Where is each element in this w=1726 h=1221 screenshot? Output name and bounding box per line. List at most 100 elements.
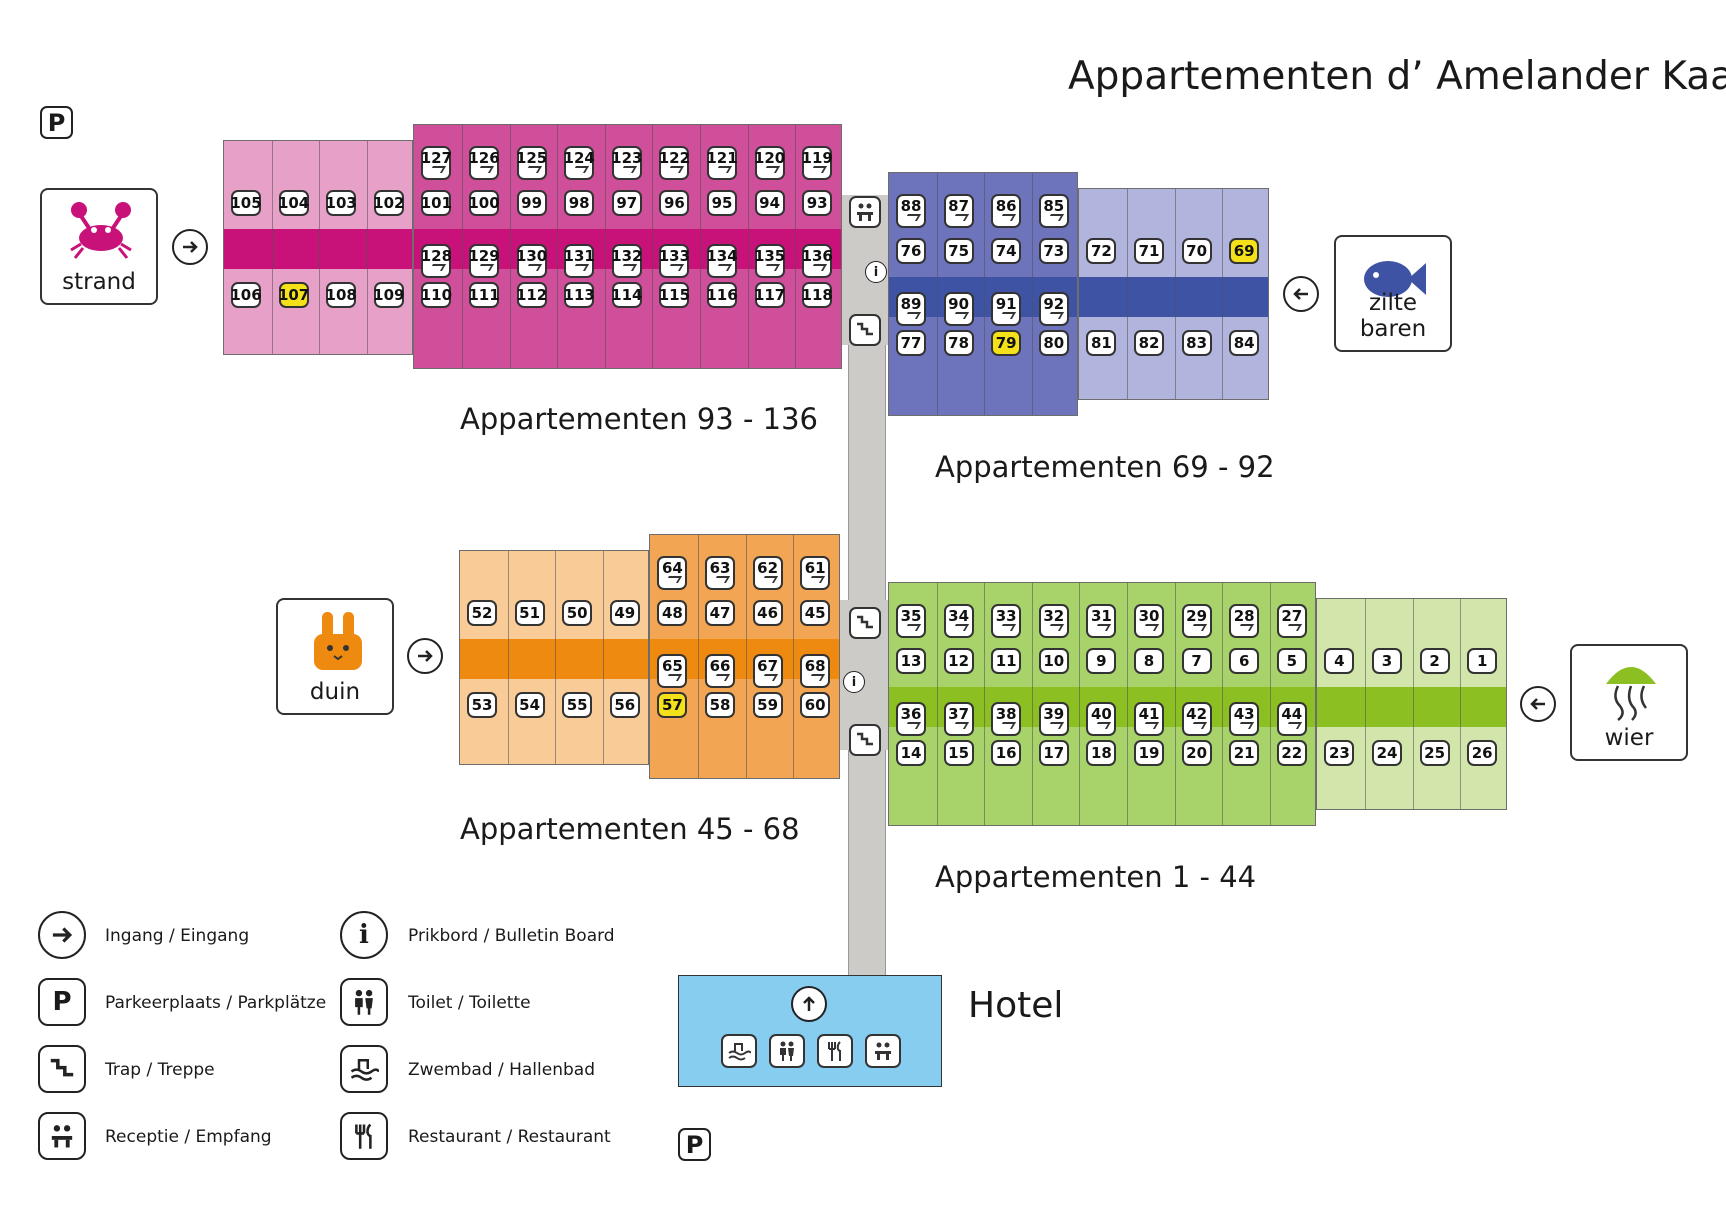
room-48[interactable]: 48 xyxy=(657,600,688,626)
room-102[interactable]: 102 xyxy=(373,190,404,216)
room-79[interactable]: 79 xyxy=(991,330,1022,356)
room-128[interactable]: 128 xyxy=(421,244,452,278)
room-41[interactable]: 41 xyxy=(1134,702,1164,736)
room-67[interactable]: 67 xyxy=(752,654,783,688)
room-85[interactable]: 85 xyxy=(1038,194,1069,228)
room-53[interactable]: 53 xyxy=(467,692,497,718)
room-50[interactable]: 50 xyxy=(562,600,593,626)
room-38[interactable]: 38 xyxy=(991,702,1022,736)
room-84[interactable]: 84 xyxy=(1229,330,1260,356)
room-73[interactable]: 73 xyxy=(1038,238,1069,264)
room-129[interactable]: 129 xyxy=(468,244,500,278)
room-104[interactable]: 104 xyxy=(278,190,309,216)
room-15[interactable]: 15 xyxy=(943,740,974,766)
room-30[interactable]: 30 xyxy=(1134,604,1164,638)
room-29[interactable]: 29 xyxy=(1181,604,1212,638)
room-6[interactable]: 6 xyxy=(1229,648,1260,674)
room-34[interactable]: 34 xyxy=(943,604,974,638)
room-27[interactable]: 27 xyxy=(1276,604,1307,638)
room-118[interactable]: 118 xyxy=(802,282,833,308)
room-130[interactable]: 130 xyxy=(516,244,547,278)
room-22[interactable]: 22 xyxy=(1276,740,1307,766)
room-107[interactable]: 107 xyxy=(278,282,309,308)
room-52[interactable]: 52 xyxy=(467,600,497,626)
room-82[interactable]: 82 xyxy=(1134,330,1164,356)
room-72[interactable]: 72 xyxy=(1086,238,1117,264)
room-109[interactable]: 109 xyxy=(373,282,404,308)
room-69[interactable]: 69 xyxy=(1229,238,1260,264)
room-47[interactable]: 47 xyxy=(705,600,735,626)
room-106[interactable]: 106 xyxy=(230,282,262,308)
room-99[interactable]: 99 xyxy=(516,190,547,216)
room-57[interactable]: 57 xyxy=(657,692,688,718)
room-55[interactable]: 55 xyxy=(562,692,593,718)
room-17[interactable]: 17 xyxy=(1038,740,1069,766)
room-43[interactable]: 43 xyxy=(1229,702,1260,736)
room-12[interactable]: 12 xyxy=(943,648,974,674)
room-45[interactable]: 45 xyxy=(800,600,831,626)
room-32[interactable]: 32 xyxy=(1038,604,1069,638)
room-134[interactable]: 134 xyxy=(706,244,738,278)
room-110[interactable]: 110 xyxy=(421,282,452,308)
room-116[interactable]: 116 xyxy=(706,282,738,308)
room-42[interactable]: 42 xyxy=(1181,702,1212,736)
room-91[interactable]: 91 xyxy=(991,292,1022,326)
room-120[interactable]: 120 xyxy=(754,146,785,180)
room-25[interactable]: 25 xyxy=(1419,740,1450,766)
room-9[interactable]: 9 xyxy=(1086,648,1117,674)
room-54[interactable]: 54 xyxy=(514,692,545,718)
room-80[interactable]: 80 xyxy=(1038,330,1069,356)
room-2[interactable]: 2 xyxy=(1419,648,1450,674)
room-92[interactable]: 92 xyxy=(1038,292,1069,326)
room-70[interactable]: 70 xyxy=(1181,238,1212,264)
room-63[interactable]: 63 xyxy=(705,556,735,590)
room-87[interactable]: 87 xyxy=(943,194,974,228)
room-37[interactable]: 37 xyxy=(943,702,974,736)
room-10[interactable]: 10 xyxy=(1038,648,1069,674)
room-132[interactable]: 132 xyxy=(611,244,642,278)
room-26[interactable]: 26 xyxy=(1467,740,1498,766)
room-86[interactable]: 86 xyxy=(991,194,1022,228)
room-13[interactable]: 13 xyxy=(896,648,926,674)
room-114[interactable]: 114 xyxy=(611,282,642,308)
room-65[interactable]: 65 xyxy=(657,654,688,688)
room-111[interactable]: 111 xyxy=(468,282,500,308)
room-8[interactable]: 8 xyxy=(1134,648,1164,674)
room-35[interactable]: 35 xyxy=(896,604,926,638)
room-28[interactable]: 28 xyxy=(1229,604,1260,638)
room-31[interactable]: 31 xyxy=(1086,604,1117,638)
room-36[interactable]: 36 xyxy=(896,702,926,736)
room-125[interactable]: 125 xyxy=(516,146,547,180)
room-122[interactable]: 122 xyxy=(659,146,690,180)
room-46[interactable]: 46 xyxy=(752,600,783,626)
room-131[interactable]: 131 xyxy=(564,244,595,278)
room-108[interactable]: 108 xyxy=(326,282,357,308)
room-81[interactable]: 81 xyxy=(1086,330,1117,356)
room-49[interactable]: 49 xyxy=(609,600,640,626)
room-51[interactable]: 51 xyxy=(514,600,545,626)
room-18[interactable]: 18 xyxy=(1086,740,1117,766)
room-103[interactable]: 103 xyxy=(326,190,357,216)
room-60[interactable]: 60 xyxy=(800,692,831,718)
room-126[interactable]: 126 xyxy=(468,146,500,180)
room-16[interactable]: 16 xyxy=(991,740,1022,766)
room-61[interactable]: 61 xyxy=(800,556,831,590)
room-40[interactable]: 40 xyxy=(1086,702,1117,736)
room-119[interactable]: 119 xyxy=(802,146,833,180)
room-44[interactable]: 44 xyxy=(1276,702,1307,736)
room-75[interactable]: 75 xyxy=(943,238,974,264)
room-124[interactable]: 124 xyxy=(564,146,595,180)
room-133[interactable]: 133 xyxy=(659,244,690,278)
room-66[interactable]: 66 xyxy=(705,654,735,688)
room-100[interactable]: 100 xyxy=(468,190,500,216)
room-39[interactable]: 39 xyxy=(1038,702,1069,736)
room-113[interactable]: 113 xyxy=(564,282,595,308)
room-105[interactable]: 105 xyxy=(230,190,262,216)
room-127[interactable]: 127 xyxy=(421,146,452,180)
room-68[interactable]: 68 xyxy=(800,654,831,688)
room-4[interactable]: 4 xyxy=(1324,648,1355,674)
room-5[interactable]: 5 xyxy=(1276,648,1307,674)
room-93[interactable]: 93 xyxy=(802,190,833,216)
room-136[interactable]: 136 xyxy=(802,244,833,278)
room-101[interactable]: 101 xyxy=(421,190,452,216)
